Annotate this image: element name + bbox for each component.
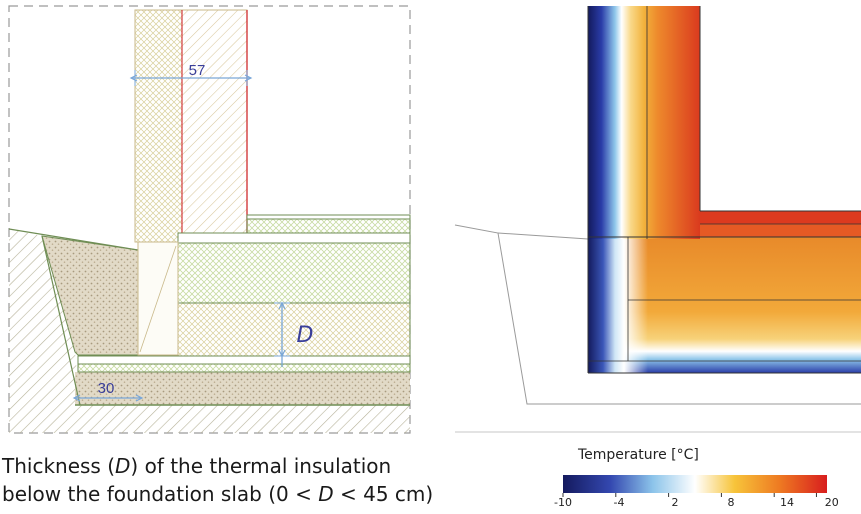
caption-line-1: Thickness (D) of the thermal insulation	[2, 452, 472, 480]
dimension-insulation-label: D	[297, 323, 314, 348]
colorbar-tick-label: 8	[727, 496, 735, 509]
wall-inner	[181, 9, 248, 243]
colorbar-tick-label: -4	[613, 496, 625, 509]
dimension-insulation: D	[274, 301, 314, 367]
excavation-edge	[41, 235, 81, 406]
foundation-slab	[177, 242, 411, 304]
temperature-colorbar	[563, 475, 827, 493]
wall-masonry	[134, 9, 183, 243]
ground-surface-line	[497, 232, 589, 240]
wall-temperature-field	[588, 6, 700, 239]
colorbar-tick-label: 20	[824, 496, 839, 509]
ground-line	[8, 228, 139, 251]
perimeter-insulation-diag	[139, 245, 177, 353]
floor-warm-layer	[700, 211, 861, 224]
caption-text: Thickness (	[2, 454, 116, 478]
colorbar-tick-label: 14	[780, 496, 794, 509]
caption-variable: D	[318, 482, 334, 506]
dimension-footing-label: 30	[98, 380, 115, 397]
dimension-wall-label: 57	[189, 62, 206, 79]
soil-outline	[454, 224, 861, 405]
caption-text: below the foundation slab (0 <	[2, 482, 319, 506]
caption-line-2: below the foundation slab (0 < D < 45 cm…	[2, 480, 472, 508]
corner-cold-zone	[588, 237, 648, 373]
floor-screed	[246, 218, 411, 234]
gravel-base	[75, 372, 410, 405]
thermal-simulation	[454, 6, 861, 497]
legend-title: Temperature [°C]	[578, 447, 699, 463]
colorbar-tick-label: 2	[671, 496, 679, 509]
dimension-footing: 30	[72, 380, 144, 402]
caption-variable: D	[115, 454, 131, 478]
floor-screed-layer	[700, 224, 861, 237]
colorbar-tick-label: -10	[554, 496, 572, 509]
caption-text: < 45 cm)	[333, 482, 434, 506]
insulation-layer	[177, 302, 411, 357]
construction-detail: 57 D 30	[8, 5, 411, 434]
floor-membrane	[177, 232, 411, 244]
dimension-wall: 57	[129, 62, 253, 86]
floor-finish	[246, 214, 411, 220]
colorbar-tick-marks	[562, 493, 817, 497]
colorbar-tick-labels: -10 -4 2 8 14 20	[554, 496, 843, 512]
caption-text: ) of the thermal insulation	[130, 454, 392, 478]
figure-caption: Thickness (D) of the thermal insulation …	[2, 452, 472, 508]
blinding-concrete	[77, 363, 411, 373]
blinding-layer	[77, 355, 411, 365]
soil-left	[9, 229, 410, 433]
